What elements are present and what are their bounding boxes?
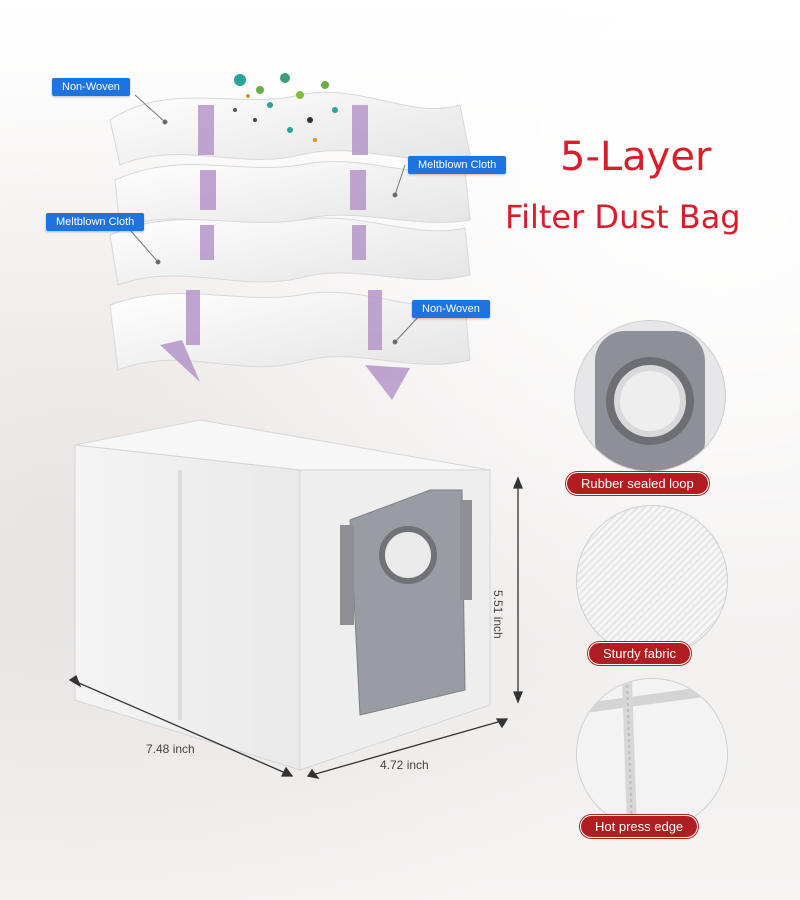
rubber-loop-closeup — [574, 320, 726, 472]
dimension-height: 5.51 inch — [491, 590, 505, 639]
title-line-2: Filter Dust Bag — [505, 198, 741, 236]
feature-label-rubber-sealed-loop: Rubber sealed loop — [566, 472, 709, 495]
dimension-width: 4.72 inch — [380, 758, 429, 772]
label-non-woven-top: Non-Woven — [52, 78, 130, 96]
dust-bag-box — [74, 419, 491, 771]
feature-label-hot-press-edge: Hot press edge — [580, 815, 699, 838]
label-meltblown-cloth-left: Meltblown Cloth — [46, 213, 145, 231]
airflow-arrows — [160, 105, 410, 400]
dust-particles — [233, 73, 338, 142]
pressed-edge-closeup — [576, 678, 728, 830]
dimension-lines — [68, 476, 523, 779]
dimension-length: 7.48 inch — [146, 742, 195, 756]
title-line-1: 5-Layer — [560, 134, 712, 180]
label-non-woven-bottom: Non-Woven — [412, 300, 490, 318]
callout-lines — [129, 94, 421, 345]
fabric-texture-closeup — [576, 505, 728, 657]
feature-label-sturdy-fabric: Sturdy fabric — [588, 642, 691, 665]
label-meltblown-cloth-right: Meltblown Cloth — [408, 156, 507, 174]
layer-sheet-3 — [109, 217, 471, 286]
